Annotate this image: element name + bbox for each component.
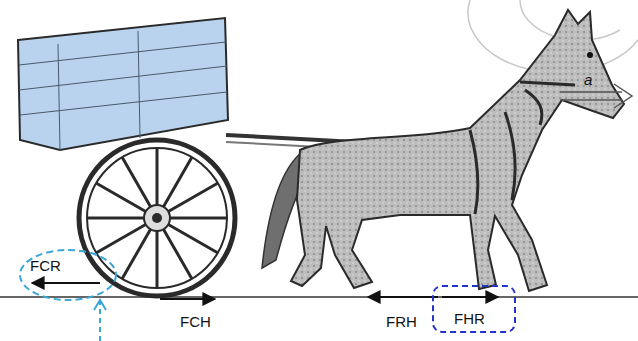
cart-planks (19, 31, 227, 150)
force-arrow (160, 298, 215, 300)
force-arrow (442, 296, 498, 298)
horse-eye (587, 52, 593, 58)
ground-line (0, 296, 638, 298)
leader-line (99, 302, 101, 341)
force-label: FCR (30, 258, 61, 273)
dashed-ellipse (18, 248, 118, 302)
force-arrow (32, 282, 100, 284)
horse-body (291, 10, 624, 291)
highlight-outline: FCR (18, 248, 118, 302)
force-label: FCH (180, 314, 211, 329)
force-label: a (584, 72, 592, 87)
dashed-ellipse-path (20, 250, 116, 300)
cart-wheel (79, 140, 235, 296)
force-arrow (368, 296, 438, 298)
horse-harness (470, 82, 575, 214)
leader-arrowhead (94, 300, 106, 310)
highlight-outline: FHR (432, 285, 516, 333)
cart-body (18, 18, 228, 150)
acceleration-arrow (560, 84, 632, 108)
force-label: FRH (386, 314, 417, 329)
force-label: FHR (454, 311, 485, 326)
